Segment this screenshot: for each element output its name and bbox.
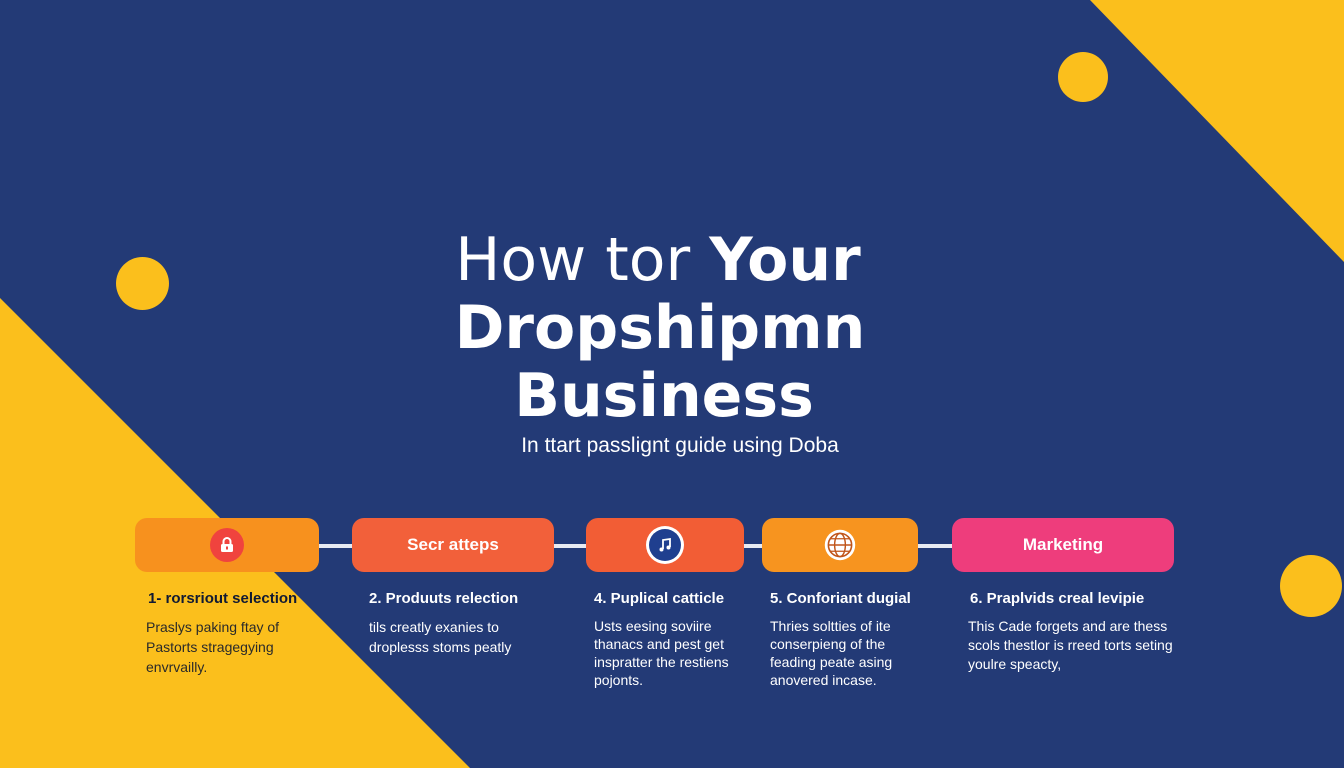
step-3-title: 4. Puplical catticle bbox=[594, 590, 725, 607]
step-2-description: tils creatly exanies to droplesss stoms … bbox=[369, 619, 512, 655]
step-1-pill[interactable] bbox=[135, 518, 319, 572]
step-connector bbox=[916, 544, 954, 548]
step-3-pill[interactable] bbox=[586, 518, 744, 572]
step-connector bbox=[318, 544, 354, 548]
step-5-title: 6. Praplvids creal levipie bbox=[970, 590, 1145, 607]
step-connector bbox=[552, 544, 588, 548]
step-4-pill[interactable] bbox=[762, 518, 918, 572]
page-subtitle: In ttart passlignt guide using Doba bbox=[521, 434, 839, 457]
step-5-pill[interactable]: Marketing bbox=[952, 518, 1174, 572]
page-title-line-3: Business bbox=[514, 361, 814, 431]
step-3-description: Usts eesing soviire thanacs and pest get… bbox=[594, 618, 729, 688]
title-bold-text: Your bbox=[709, 225, 861, 295]
globe-icon bbox=[823, 528, 857, 562]
music-note-icon bbox=[646, 526, 684, 564]
decorative-dot bbox=[1058, 52, 1108, 102]
step-1-title: 1- rorsriout selection bbox=[148, 590, 298, 607]
step-4-description: Thries soltties of ite conserpieng of th… bbox=[770, 618, 893, 688]
step-2-title: 2. Produuts relection bbox=[369, 590, 519, 607]
decorative-dot bbox=[1280, 555, 1342, 617]
step-4-title: 5. Conforiant dugial bbox=[770, 590, 911, 607]
step-5-description: This Cade forgets and are thess scols th… bbox=[968, 618, 1173, 672]
decorative-dot bbox=[116, 257, 169, 310]
title-light-text: How tor bbox=[455, 225, 710, 295]
step-1-description: Praslys paking ftay of Pastorts stragegy… bbox=[146, 619, 280, 675]
step-5-pill-label: Marketing bbox=[1022, 535, 1104, 554]
page-title-line-1: How tor Your bbox=[0, 228, 1330, 292]
step-2-pill[interactable]: Secr atteps bbox=[352, 518, 554, 572]
step-connector bbox=[742, 544, 764, 548]
yellow-corner-top-right bbox=[1090, 0, 1344, 262]
lock-icon bbox=[210, 528, 244, 562]
page-title-line-2: Dropshipmn bbox=[454, 293, 866, 363]
step-2-pill-label: Secr atteps bbox=[407, 535, 499, 554]
